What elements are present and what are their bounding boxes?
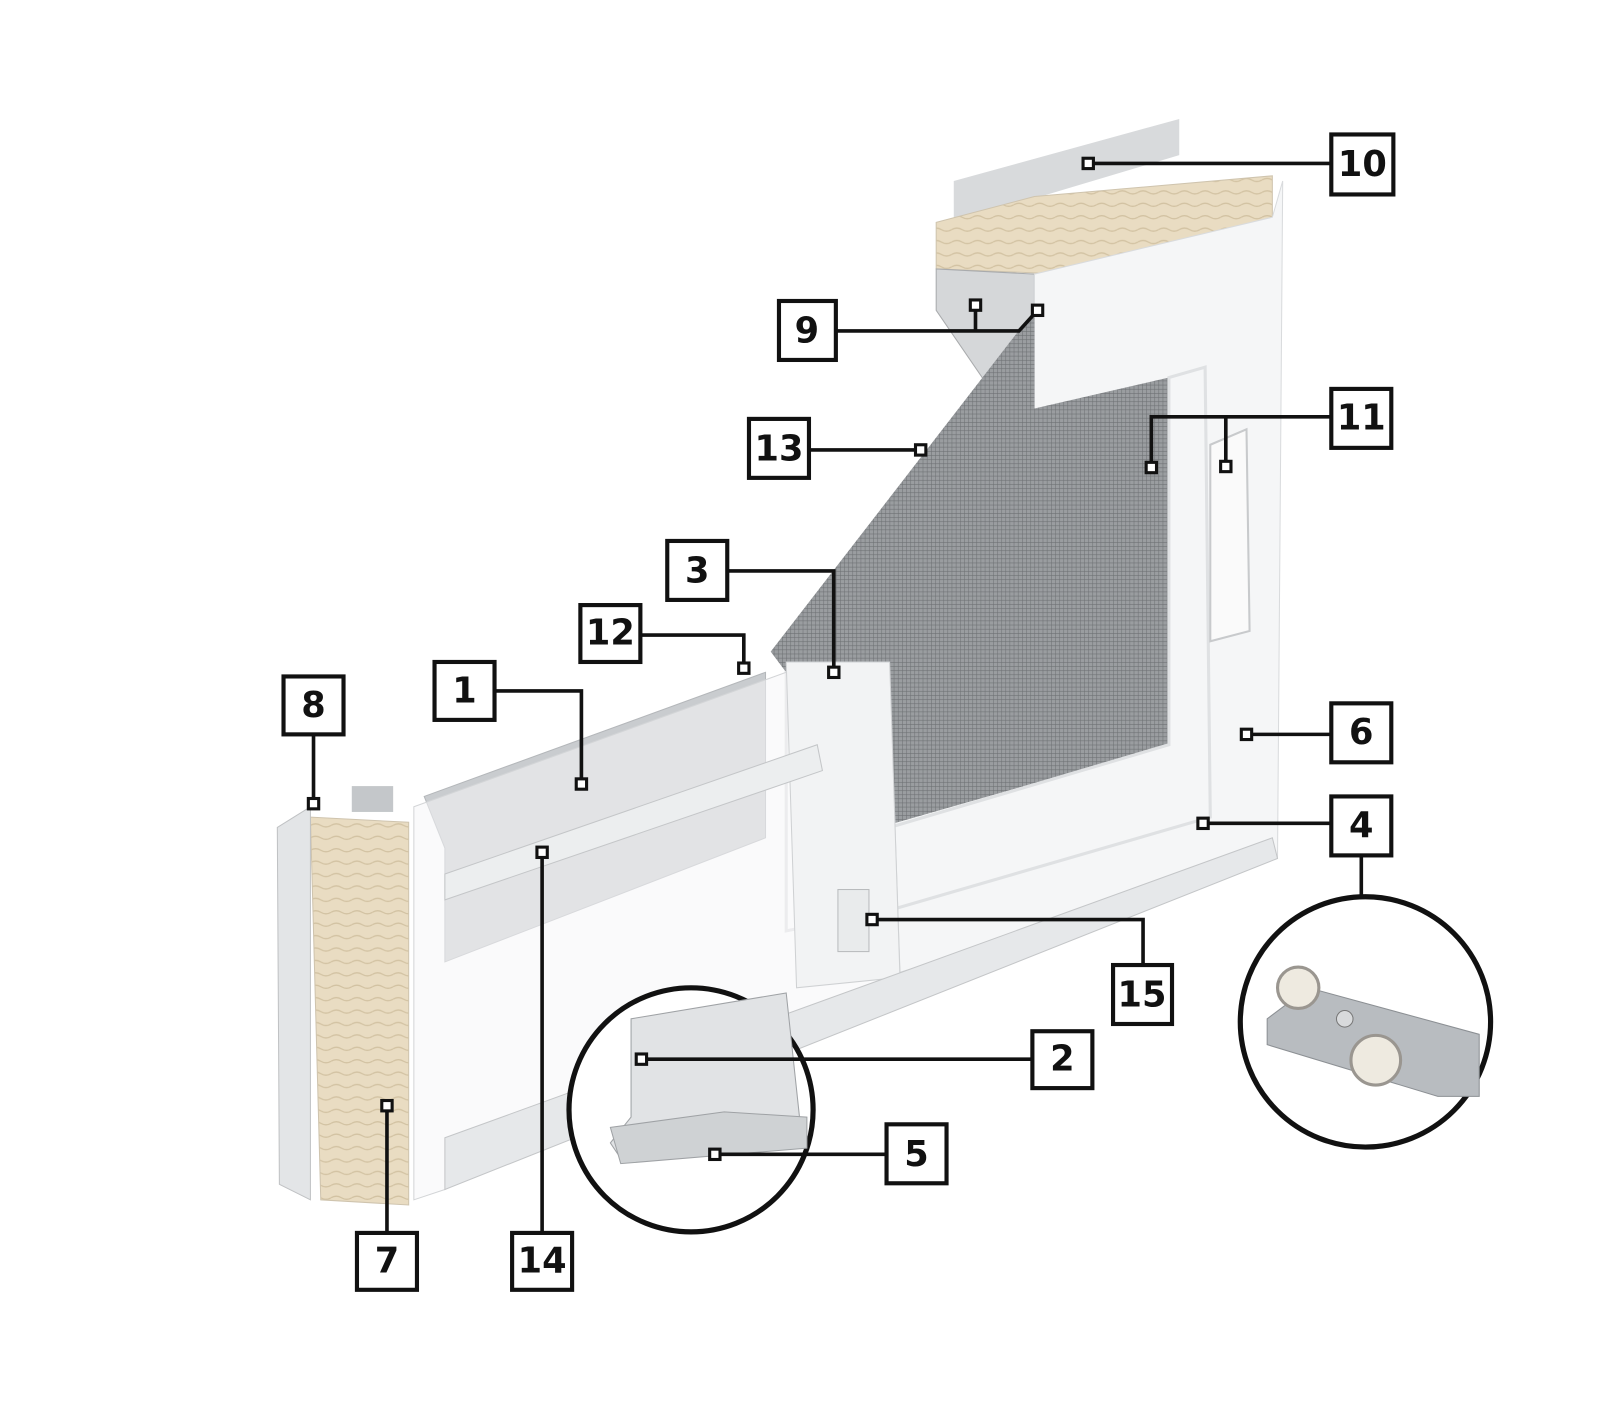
glazing-bar [444, 744, 824, 901]
jamb-clip [351, 786, 394, 812]
callout-6: 6 [1329, 701, 1394, 765]
callout-10: 10 [1329, 132, 1396, 197]
callout-label: 13 [755, 428, 804, 469]
callout-label: 10 [1338, 144, 1387, 185]
callout-label: 6 [1349, 712, 1373, 753]
top-flashing [953, 118, 1180, 223]
callout-label: 1 [452, 670, 476, 711]
callout-15: 15 [1110, 962, 1175, 1027]
callout-2: 2 [1030, 1029, 1095, 1091]
callout-label: 4 [1349, 805, 1373, 846]
callout-1: 1 [432, 659, 497, 722]
callout-11: 11 [1329, 386, 1394, 450]
callout-label: 7 [375, 1240, 399, 1281]
callout-8: 8 [281, 674, 346, 737]
anchor-points [306, 156, 1254, 1162]
callout-label: 9 [795, 310, 819, 351]
callout-9: 9 [776, 298, 838, 363]
handle [1209, 427, 1251, 643]
callout-label: 12 [586, 613, 635, 654]
callout-13: 13 [746, 416, 812, 480]
callout-label: 14 [518, 1240, 567, 1281]
leader-lines [311, 161, 1364, 1233]
callout-5: 5 [884, 1122, 949, 1186]
callout-label: 5 [904, 1134, 928, 1175]
roller-block [837, 889, 870, 953]
callout-3: 3 [665, 538, 730, 602]
callout-14: 14 [510, 1230, 575, 1292]
side-flashing [276, 805, 311, 1201]
callout-label: 8 [301, 685, 325, 726]
side-jamb-wood [309, 816, 410, 1206]
callout-label: 2 [1050, 1039, 1074, 1080]
callout-label: 15 [1118, 975, 1167, 1016]
detail-sill-profile [566, 985, 816, 1235]
insect-screen-mesh [770, 310, 1169, 828]
callout-label: 3 [685, 550, 709, 591]
callout-12: 12 [578, 603, 643, 665]
callout-label: 11 [1337, 397, 1386, 438]
callout-4: 4 [1329, 794, 1394, 858]
callout-7: 7 [354, 1230, 420, 1292]
detail-roller [1237, 894, 1494, 1150]
window-illustration [276, 118, 1284, 1206]
